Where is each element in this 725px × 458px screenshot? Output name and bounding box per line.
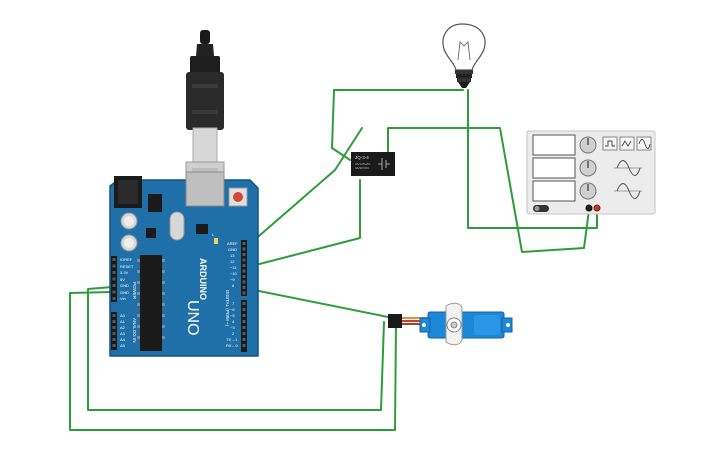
atmega-chip (140, 255, 162, 351)
arduino-uno-board[interactable]: L ARDUINO UNO DIGITAL (PWM ~) POWER ANAL… (109, 171, 259, 357)
knob-offset[interactable] (579, 182, 597, 200)
digital-header[interactable] (241, 240, 247, 352)
terminal-negative[interactable] (585, 204, 593, 212)
pin-label: A4 (120, 337, 126, 342)
power-header[interactable] (111, 256, 117, 350)
brand-label: ARDUINO (198, 258, 208, 300)
pin-label: IOREF (120, 257, 133, 262)
pin-label-gnd: GND (228, 247, 237, 252)
digital-label: DIGITAL (PWM ~) (225, 290, 230, 327)
wire-pin9-to-servo-signal[interactable] (243, 287, 394, 319)
pin-label: ~3 (230, 325, 235, 330)
relay-spec-1: 3A/125VAC (355, 162, 371, 166)
wires (69, 89, 598, 431)
voltage-regulator (148, 194, 162, 212)
wire-pin13-to-relay[interactable] (243, 127, 363, 250)
servo-motor[interactable] (388, 302, 513, 346)
display-frequency (532, 134, 576, 156)
relay-label: JQ-3-4 (355, 155, 369, 160)
pin-label: GND (120, 283, 129, 288)
power-switch[interactable] (533, 205, 549, 212)
wire-relay-to-generator[interactable] (387, 127, 590, 253)
pin-label: RESET (120, 264, 134, 269)
pin-label: GND (120, 290, 129, 295)
pin-label: 13 (230, 253, 235, 258)
wire-gnd-to-relay[interactable] (243, 179, 361, 269)
power-label: POWER (132, 282, 137, 300)
function-generator[interactable] (526, 130, 656, 215)
terminal-positive[interactable] (593, 204, 601, 212)
analog-label: ANALOG IN (132, 318, 137, 343)
servo-connector[interactable] (388, 314, 402, 328)
pin-label: ~5 (230, 313, 235, 318)
led-l (214, 238, 218, 244)
pin-label: RX←0 (226, 343, 239, 348)
model-label: UNO (184, 300, 201, 336)
pin-label: 3.3V (120, 270, 129, 275)
pin-label: A5 (120, 343, 126, 348)
pin-label: TX→1 (226, 337, 238, 342)
pin-label-aref: AREF (227, 241, 238, 246)
display-amplitude (532, 157, 576, 179)
pin-label: 7 (232, 301, 235, 306)
pin-label: Vin (120, 296, 126, 301)
crystal-oscillator (169, 211, 185, 241)
sine-wave-icon (614, 160, 642, 199)
pin-label: ~10 (230, 271, 238, 276)
wire-relay-to-bulb[interactable] (331, 89, 464, 161)
pin-label: ~9 (230, 277, 235, 282)
pin-label: ~6 (230, 307, 235, 312)
pin-label: A0 (120, 313, 126, 318)
wire-gnd-to-servo-ground[interactable] (69, 291, 397, 431)
display-offset (532, 180, 576, 202)
pin-label: A1 (120, 319, 126, 324)
knob-amplitude[interactable] (579, 159, 597, 177)
pin-label: 4 (232, 319, 235, 324)
pin-label: A2 (120, 325, 126, 330)
pin-label: 12 (230, 259, 235, 264)
relay[interactable]: JQ-3-4 3A/125VAC 3A/30VDC (351, 152, 395, 176)
light-bulb[interactable] (442, 23, 486, 88)
pin-label: A3 (120, 331, 126, 336)
pin-label: ~11 (230, 265, 237, 270)
usb-socket (185, 171, 225, 207)
wire-bulb-to-generator[interactable] (467, 89, 598, 229)
sine-wave-button[interactable] (636, 136, 652, 151)
led-l-label: L (212, 232, 215, 237)
knob-frequency[interactable] (579, 136, 597, 154)
pin-label: 2 (232, 331, 235, 336)
wire-5v-to-servo-power[interactable] (87, 286, 385, 411)
relay-spec-2: 3A/30VDC (355, 166, 370, 170)
pin-label: 8 (232, 283, 235, 288)
square-wave-button[interactable] (602, 136, 618, 151)
triangle-wave-button[interactable] (619, 136, 635, 151)
pin-label: 5V (120, 277, 125, 282)
